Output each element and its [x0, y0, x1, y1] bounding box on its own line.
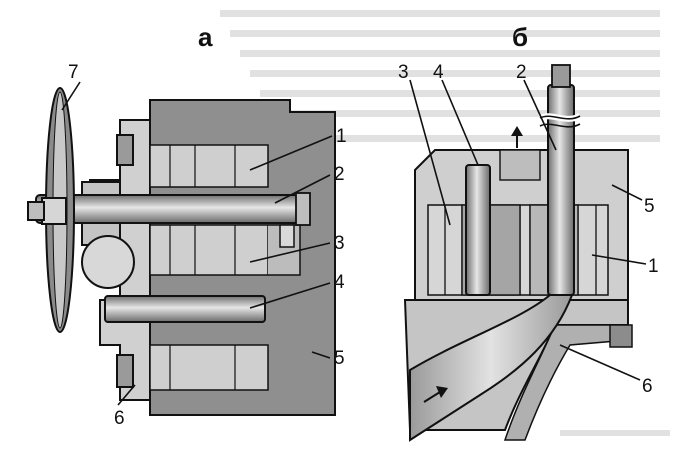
- panel-a-title: а: [198, 22, 213, 52]
- label-b-6: 6: [642, 376, 653, 397]
- rod-2-a: [35, 194, 303, 224]
- panel-b: б 3 4 2 5 1 6: [398, 22, 659, 442]
- label-a-3: 3: [334, 233, 345, 254]
- rod-4-a: [104, 295, 266, 323]
- label-b-4: 4: [433, 62, 444, 83]
- label-b-2: 2: [516, 62, 527, 83]
- panel-a: а 7 1 2 3 4 5 6: [27, 22, 347, 429]
- panel-b-title: б: [512, 22, 528, 52]
- label-a-1: 1: [336, 126, 347, 147]
- flow-channel: [409, 294, 574, 442]
- label-a-6: 6: [114, 408, 125, 429]
- label-b-1: 1: [648, 256, 659, 277]
- label-b-3: 3: [398, 62, 409, 83]
- label-a-2: 2: [334, 164, 345, 185]
- label-b-5: 5: [644, 196, 655, 217]
- label-a-7: 7: [68, 62, 79, 83]
- rod-4-b: [465, 164, 491, 296]
- label-a-5: 5: [334, 348, 345, 369]
- label-a-4: 4: [334, 272, 345, 293]
